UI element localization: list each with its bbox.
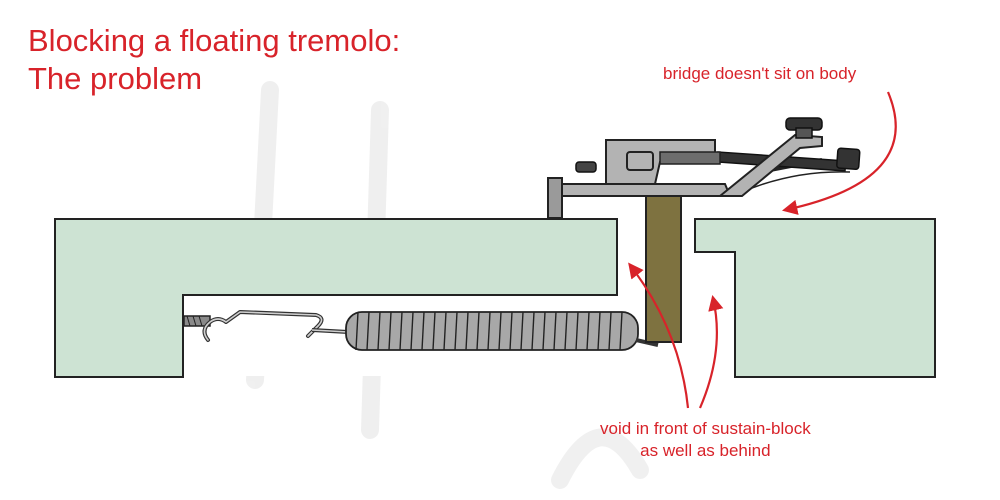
callout-arrow-void-behind xyxy=(698,294,724,409)
callout-arrow-void-front xyxy=(628,262,690,409)
title-line-1: Blocking a floating tremolo: xyxy=(28,23,401,58)
guitar-body-left xyxy=(54,218,618,378)
guitar-body-right xyxy=(694,218,936,378)
callout-void-line-1: void in front of sustain-block xyxy=(600,419,811,438)
callout-arrow-bridge xyxy=(781,91,897,215)
callout-void-line-2: as well as behind xyxy=(640,441,771,460)
callout-void-label: void in front of sustain-block as well a… xyxy=(600,418,811,462)
title-line-2: The problem xyxy=(28,61,203,96)
callout-bridge-label: bridge doesn't sit on body xyxy=(663,64,857,83)
diagram-title: Blocking a floating tremolo: The problem xyxy=(28,22,400,98)
tremolo-bridge xyxy=(547,117,823,219)
tremolo-spring xyxy=(311,311,659,351)
